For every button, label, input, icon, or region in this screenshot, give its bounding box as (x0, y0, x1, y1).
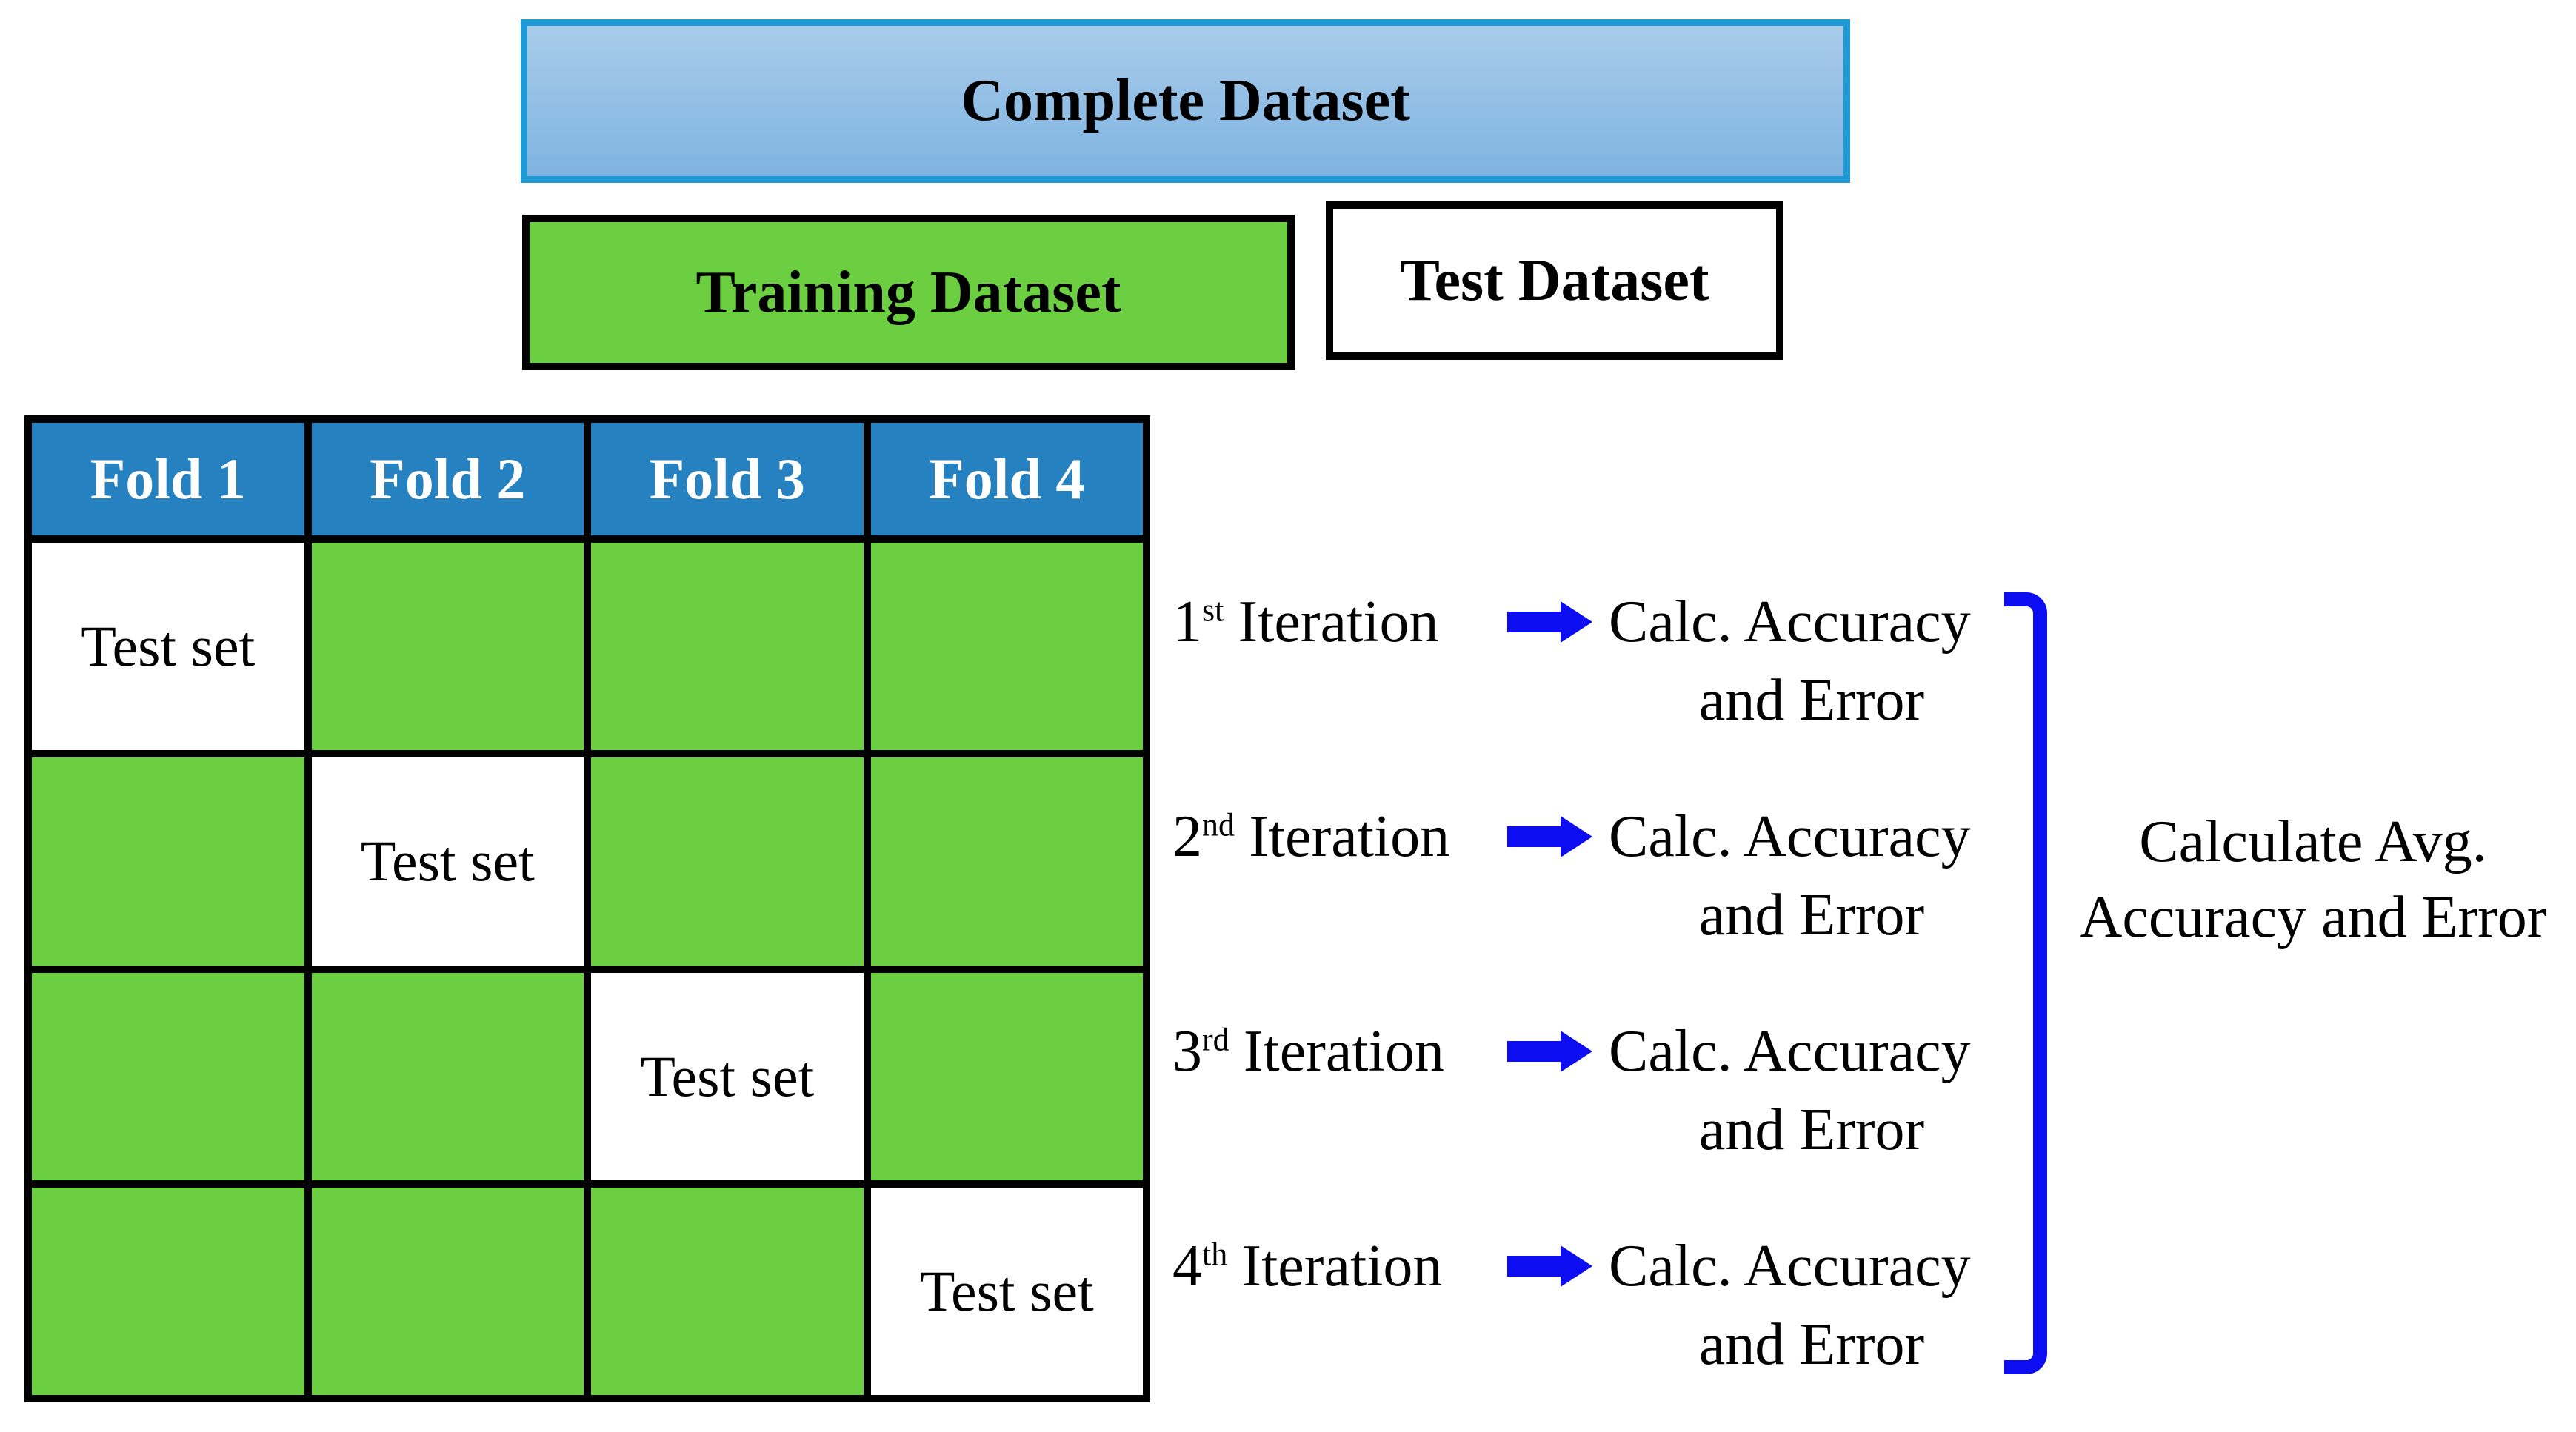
train-cell (870, 972, 1143, 1180)
grouping-bracket-icon (2004, 592, 2047, 1374)
test-set-cell-row3: Test set (591, 972, 864, 1180)
and-error-text: and Error (1698, 668, 1925, 733)
calc-accuracy-text: Calc. Accuracy (1609, 803, 1971, 869)
test-set-cell-row2: Test set (311, 757, 584, 966)
and-error-text: and Error (1698, 1312, 1925, 1377)
train-cell (32, 757, 304, 966)
train-cell (32, 972, 304, 1180)
right-arrow-icon (1507, 1031, 1592, 1072)
and-error-text: and Error (1698, 883, 1925, 948)
complete-dataset-label: Complete Dataset (961, 68, 1410, 133)
calc-accuracy-text: Calc. Accuracy (1609, 1018, 1971, 1084)
train-cell (311, 972, 584, 1180)
train-cell (32, 1187, 304, 1395)
train-cell (591, 757, 864, 966)
train-cell (591, 543, 864, 751)
fold-header-cell-2: Fold 2 (311, 423, 584, 535)
train-cell (591, 1187, 864, 1395)
test-set-cell-row1: Test set (32, 543, 304, 751)
train-cell (311, 1187, 584, 1395)
fold-table: Fold 1 Fold 2 Fold 3 Fold 4 Test set Tes… (24, 415, 1150, 1402)
train-cell (870, 543, 1143, 751)
fold-header-cell-1: Fold 1 (32, 423, 304, 535)
fold-header-cell-3: Fold 3 (591, 423, 864, 535)
train-cell (311, 543, 584, 751)
train-cell (870, 757, 1143, 966)
right-arrow-icon (1507, 1245, 1592, 1287)
and-error-text: and Error (1698, 1097, 1925, 1162)
right-arrow-icon (1507, 601, 1592, 643)
training-dataset-label: Training Dataset (695, 259, 1121, 325)
summary-line2: Accuracy and Error (2079, 885, 2547, 950)
right-arrow-icon (1507, 816, 1592, 857)
complete-dataset-box: Complete Dataset (521, 19, 1850, 183)
test-dataset-box: Test Dataset (1326, 201, 1783, 360)
test-set-cell-row4: Test set (870, 1187, 1143, 1395)
average-summary-text: Calculate Avg. Accuracy and Error (2053, 804, 2573, 955)
fold-header-cell-4: Fold 4 (870, 423, 1143, 535)
training-dataset-box: Training Dataset (522, 215, 1295, 370)
calc-accuracy-text: Calc. Accuracy (1609, 1233, 1971, 1299)
test-dataset-label: Test Dataset (1400, 247, 1709, 313)
calc-accuracy-text: Calc. Accuracy (1609, 589, 1971, 655)
summary-line1: Calculate Avg. (2139, 809, 2487, 874)
